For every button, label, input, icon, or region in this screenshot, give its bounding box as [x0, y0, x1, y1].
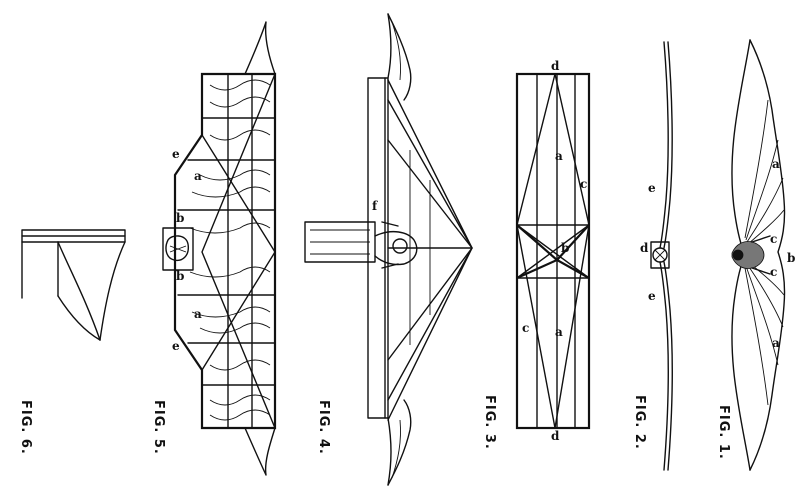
fig5-caption: FIG. 5.	[151, 400, 166, 455]
fig5-label-a-top: a	[194, 169, 202, 183]
fig2-glider-front-view: e e d FIG. 2.	[632, 41, 673, 471]
fig3-label-d-bottom: d	[551, 429, 560, 443]
fig4-glider-side-view: f FIG. 4.	[304, 13, 473, 486]
fig2-label-e-top: e	[648, 181, 656, 195]
fig4-caption: FIG. 4.	[316, 400, 331, 455]
fig4-label-f: f	[372, 199, 378, 213]
fig1-label-a-top: a	[772, 157, 780, 171]
fig5-wing-structure: e e a a b b FIG. 5.	[151, 21, 277, 476]
fig5-label-b-top: b	[176, 211, 184, 225]
fig3-label-d-top: d	[551, 59, 560, 73]
fig2-label-e-bottom: e	[648, 289, 656, 303]
fig5-label-e-bottom: e	[172, 339, 180, 353]
fig2-label-d: d	[640, 241, 649, 255]
fig3-label-a-bottom: a	[555, 325, 563, 339]
fig1-label-c-top: c	[770, 232, 777, 246]
fig5-label-e-top: e	[172, 147, 180, 161]
fig1-glider-top-view: a a b c c FIG. 1.	[716, 39, 795, 471]
fig5-label-b-bottom: b	[176, 269, 184, 283]
fig3-label-c-top: c	[580, 177, 587, 191]
fig2-caption: FIG. 2.	[632, 395, 647, 450]
fig6-detail: FIG. 6.	[18, 229, 126, 455]
fig3-frame-plan: d d a a b c c FIG. 3.	[482, 59, 591, 450]
fig1-label-a-bottom: a	[772, 336, 780, 350]
fig3-caption: FIG. 3.	[482, 395, 497, 450]
fig5-label-a-bottom: a	[194, 307, 202, 321]
fig6-caption: FIG. 6.	[18, 400, 33, 455]
fig1-label-c-bottom: c	[770, 265, 777, 279]
fig3-label-c-bottom: c	[522, 321, 529, 335]
fig1-caption: FIG. 1.	[716, 405, 731, 460]
fig1-label-b: b	[787, 251, 795, 265]
fig3-label-b: b	[561, 241, 569, 255]
fig3-label-a-top: a	[555, 149, 563, 163]
